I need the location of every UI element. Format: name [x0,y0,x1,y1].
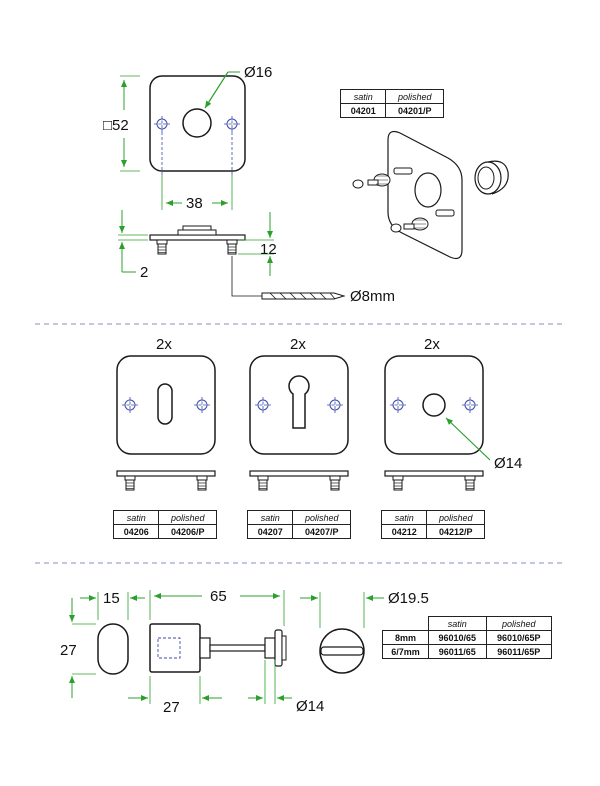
section-2-escutcheons: 2x 2x 2x Ø14 [116,336,522,491]
column-header: polished [426,510,485,525]
spindle-hole [182,108,212,138]
column-header: satin [427,616,487,631]
stud-icon [226,239,238,255]
table-cell: 04207 [246,524,294,539]
rose-plate-side [149,234,246,241]
table-cell: 04201 [339,103,387,118]
escutcheon-keyhole [116,355,216,455]
dim-diameter-14: Ø14 [494,455,522,472]
dim-diameter-16: Ø16 [244,64,272,81]
dim-27-left: 27 [60,642,77,659]
stud-icon [156,239,168,255]
column-header: polished [158,510,217,525]
section-3-bathroom-lock: 15 27 65 27 Ø14 [60,588,429,716]
dim-2: 2 [140,264,148,281]
column-header [382,616,429,631]
dim-square-52: □52 [103,117,129,134]
exploded-view-rose [352,130,509,260]
table-cell: 04207/P [292,524,351,539]
table-cell: 04206 [112,524,160,539]
section-1-square-rose: Ø16 □52 38 2 12 [103,64,509,305]
dim-15: 15 [103,590,120,607]
table-cell: 6/7mm [382,644,429,659]
dim-drill: Ø8mm [350,288,395,305]
turn-knob [97,623,129,675]
table-cell: 04212/P [426,524,485,539]
lock-side-view [149,623,287,673]
escutcheon-euro-profile [249,355,349,455]
column-header: polished [385,89,444,104]
dim-diameter-19-5: Ø19.5 [388,590,429,607]
table-cell: 04201/P [385,103,444,118]
table-cell: 04206/P [158,524,217,539]
dim-38: 38 [186,195,203,212]
dim-65: 65 [210,588,227,605]
quantity-label: 2x [424,336,440,353]
table-cell: 96011/65 [427,644,487,659]
dim-diameter-14-lock: Ø14 [296,698,324,715]
drill-bit-icon [261,292,346,300]
column-header: polished [292,510,351,525]
column-header: satin [339,89,387,104]
quantity-label: 2x [290,336,306,353]
table-cell: 96010/65P [485,630,553,645]
column-header: polished [485,616,553,631]
knob-face-icon [319,628,365,674]
escutcheon-side-views [116,470,484,491]
table-cell: 04212 [380,524,428,539]
column-header: satin [246,510,294,525]
dim-12: 12 [260,241,277,258]
column-header: satin [380,510,428,525]
table-cell: 8mm [382,630,429,645]
table-cell: 96011/65P [485,644,553,659]
dim-27-bottom: 27 [163,699,180,716]
table-cell: 96010/65 [427,630,487,645]
column-header: satin [112,510,160,525]
quantity-label: 2x [156,336,172,353]
